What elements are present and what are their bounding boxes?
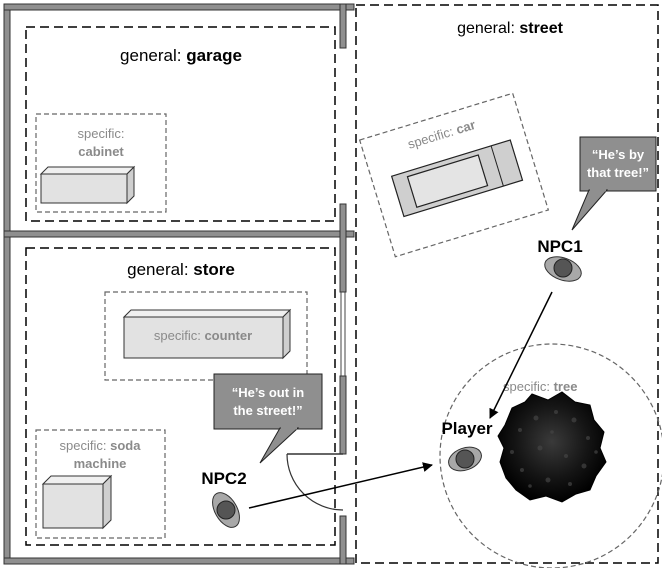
cabinet-box-side: [126, 165, 135, 205]
store-label-prefix: general:: [127, 260, 193, 279]
counter-prefix: specific:: [154, 328, 205, 343]
street-label-prefix: general:: [457, 20, 519, 37]
npc1-label: NPC1: [537, 237, 582, 256]
car-prefix: specific:: [406, 123, 459, 152]
cabinet-box-top: [39, 166, 136, 175]
store-label: general: store: [127, 260, 235, 279]
npc2-speech-line2: the street!”: [233, 403, 302, 418]
player-token-head: [455, 449, 475, 469]
soda-machine-name-2: machine: [74, 456, 127, 471]
garage-label-name: garage: [186, 46, 242, 65]
npc1-speech-bubble: “He’s by that tree!”: [571, 136, 657, 231]
npc1-token-head: [553, 258, 573, 278]
npc1-to-player-arrow: [489, 291, 553, 419]
garage-label: general: garage: [120, 46, 242, 65]
street-label: general: street: [457, 20, 564, 37]
store-area: [25, 247, 336, 546]
soda-machine-object: specific: soda machine: [35, 429, 166, 539]
counter-box-side: [282, 308, 291, 360]
street-area: [355, 4, 659, 564]
cabinet-zone: [35, 113, 167, 213]
tree-prefix: specific:: [503, 379, 554, 394]
npc2-to-player-arrow: [248, 462, 433, 509]
car-zone: [358, 92, 550, 258]
store-label-name: store: [193, 260, 235, 279]
counter-object: specific: counter: [104, 291, 308, 381]
npc1-character: NPC1: [537, 237, 583, 282]
soda-machine-box-side: [102, 474, 112, 530]
garage-area: [25, 26, 336, 222]
soda-machine-label-line1: specific: soda: [60, 438, 142, 453]
tree-name: tree: [554, 379, 578, 394]
counter-label: specific: counter: [154, 328, 252, 343]
counter-zone: [104, 291, 308, 381]
cabinet-name: cabinet: [78, 144, 124, 159]
garage-label-prefix: general:: [120, 46, 186, 65]
tree-label: specific: tree: [503, 379, 577, 394]
cabinet-prefix: specific:: [78, 126, 125, 141]
soda-machine-zone: [35, 429, 166, 539]
counter-box-front: [123, 316, 284, 359]
soda-machine-name-1: soda: [110, 438, 141, 453]
tree-texture: [510, 410, 598, 488]
counter-name: counter: [204, 328, 252, 343]
soda-machine-box-top: [41, 475, 113, 485]
counter-box-top: [122, 309, 292, 318]
tree-canopy: [497, 391, 607, 503]
cabinet-box-front: [40, 173, 128, 204]
car-roof: [406, 154, 489, 209]
soda-machine-box-front: [42, 483, 104, 529]
street-label-name: street: [519, 20, 563, 37]
npc1-speech-line1: “He’s by: [592, 147, 645, 162]
car-object: specific: car: [358, 92, 550, 258]
cabinet-object: specific: cabinet: [35, 113, 167, 213]
npc2-label: NPC2: [201, 469, 246, 488]
npc2-speech-bubble: “He’s out in the street!”: [213, 373, 323, 464]
npc1-speech-line2: that tree!”: [587, 165, 649, 180]
building-walls: [3, 3, 355, 565]
npc2-character: NPC2: [201, 469, 247, 528]
car-name: car: [454, 117, 477, 137]
tree-object: specific: tree: [439, 343, 662, 568]
npc2-token-head: [216, 500, 236, 520]
player-label: Player: [441, 419, 492, 438]
soda-machine-prefix: specific:: [60, 438, 111, 453]
player-character: Player: [441, 419, 493, 472]
npc2-speech-line1: “He’s out in: [232, 385, 305, 400]
